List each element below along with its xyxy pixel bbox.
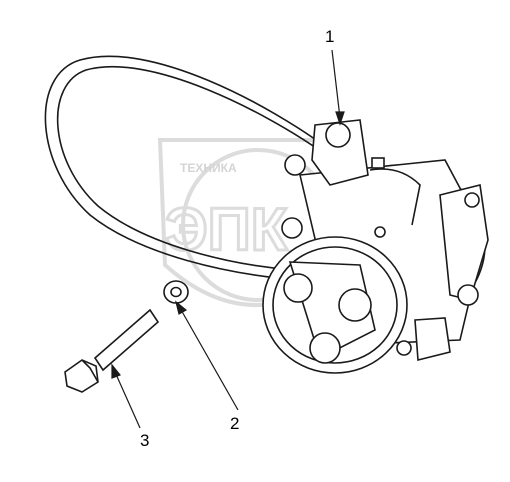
callout-2: 2 bbox=[230, 414, 240, 433]
watermark-left-text: ТЕХНИКА bbox=[180, 161, 237, 175]
watermark-logo-text: ЭПК bbox=[165, 196, 288, 263]
leader-lines bbox=[111, 49, 345, 429]
callout-1: 1 bbox=[325, 27, 335, 46]
bolt bbox=[64, 308, 160, 393]
compressor bbox=[262, 119, 489, 374]
washer bbox=[163, 280, 189, 304]
callout-3: 3 bbox=[140, 431, 150, 450]
